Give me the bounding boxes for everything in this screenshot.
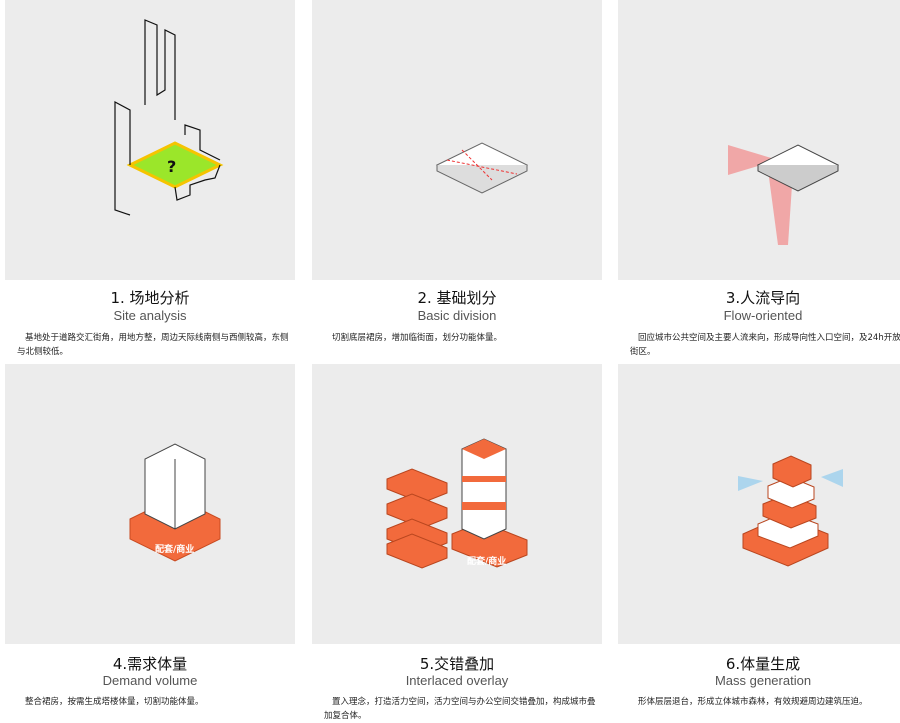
panel-title: 1. 场地分析 [110, 289, 190, 307]
site-analysis-diagram: ? [5, 0, 295, 280]
podium-label: 配套/商业 [467, 555, 506, 567]
flow-oriented-diagram [618, 0, 900, 280]
panel-title: 3.人流导向 [725, 289, 801, 307]
panel-subtitle: Basic division [417, 308, 497, 323]
flow-arrow-south [768, 170, 793, 245]
panel-description: 整合裙房，按需生成塔楼体量，切割功能体量。 [25, 697, 204, 707]
activity-slabs [386, 468, 448, 569]
panel-description: 形体层层退台，形成立体城市森林，有效规避周边建筑压迫。 [638, 697, 868, 707]
demand-volume-diagram: 配套/商业 [5, 364, 295, 644]
panel-subtitle: Mass generation [714, 673, 812, 688]
skyline-outline [114, 19, 221, 216]
panel-subtitle: Interlaced overlay [405, 673, 509, 688]
panel-title: 6.体量生成 [725, 655, 801, 673]
panel-subtitle: Flow-oriented [723, 308, 803, 323]
interlaced-overlay-diagram: 配套/商业 [312, 364, 602, 644]
division-lines [446, 149, 518, 181]
basic-division-diagram [312, 0, 602, 280]
panel-description: 回应城市公共空间及主要人流来向，形成导向性入口空间，及24h开放街区。 [630, 333, 900, 357]
mass-generation-diagram [618, 364, 900, 644]
question-mark: ? [167, 157, 176, 176]
panel-subtitle: Demand volume [102, 673, 198, 688]
panel-title: 5.交错叠加 [419, 655, 495, 673]
tower-top [772, 455, 812, 488]
panel-description: 基地处于道路交汇街角，用地方整，周边天际线南侧与西侧较高，东侧与北侧较低。 [17, 333, 289, 357]
panel-description: 置入理念，打造活力空间，活力空间与办公空间交错叠加，构成城市叠加复合体。 [324, 697, 596, 721]
panel-description: 切割底层裙房，增加临街面，划分功能体量。 [332, 333, 503, 343]
flow-arrow-west [728, 145, 778, 175]
panel-title: 2. 基础划分 [417, 289, 497, 307]
panel-subtitle: Site analysis [113, 308, 187, 323]
podium-label: 配套/商业 [155, 543, 194, 555]
panel-title: 4.需求体量 [112, 655, 188, 673]
